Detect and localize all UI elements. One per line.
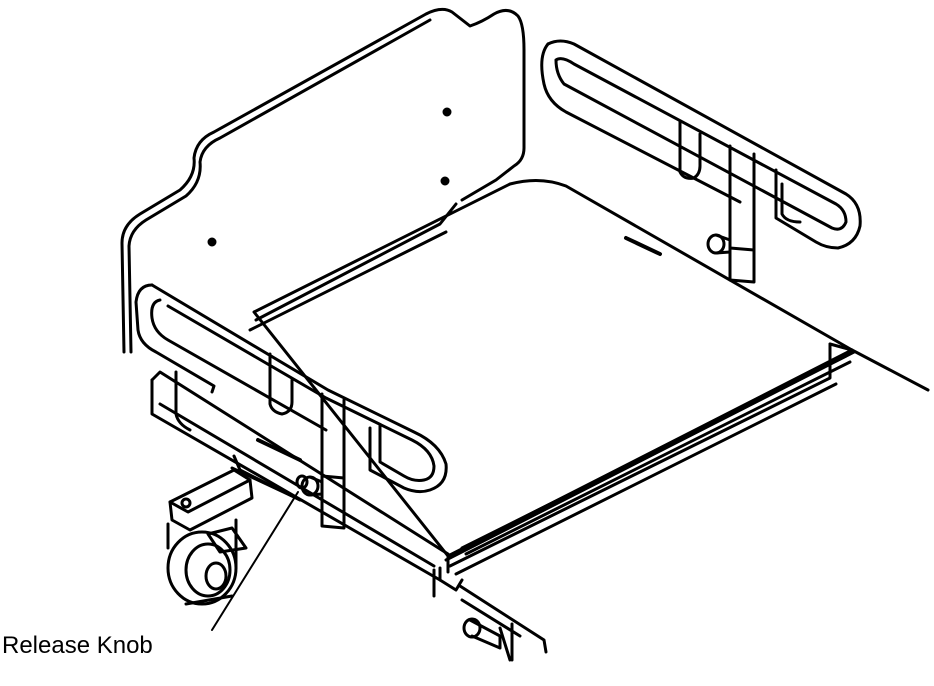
frame-rails <box>152 204 852 580</box>
caster-wheel <box>168 470 252 604</box>
callout-leader-line <box>212 492 298 630</box>
mattress-deck <box>254 180 928 572</box>
headboard <box>122 9 524 352</box>
release-knob-parts <box>297 235 730 495</box>
side-rail-right <box>542 41 860 282</box>
foot-extension <box>434 568 546 660</box>
under-frame <box>176 372 300 500</box>
release-knob-label: Release Knob <box>2 632 153 659</box>
side-rail-left <box>136 285 446 528</box>
